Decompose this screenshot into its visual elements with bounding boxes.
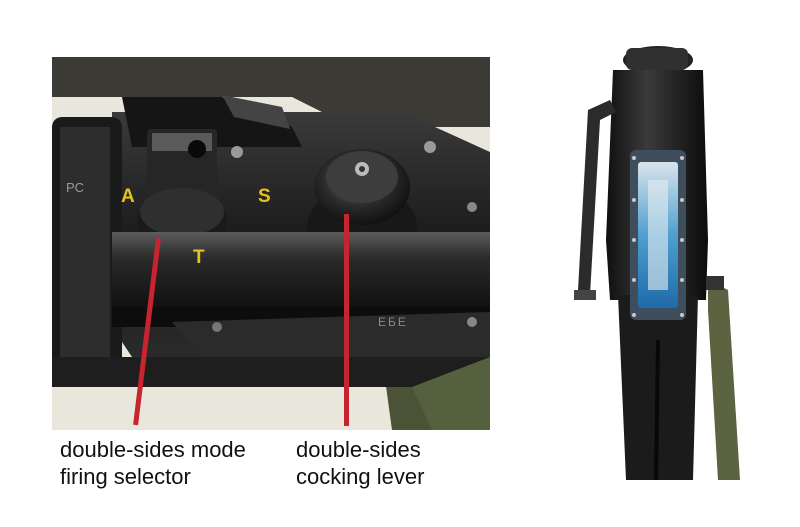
mode-marking-t: T <box>193 247 205 268</box>
engraving-text: ЕБЕ <box>378 315 408 329</box>
selector-caption-line1: double-sides mode <box>60 437 246 462</box>
selector-caption: double-sides mode firing selector <box>60 436 246 490</box>
cocking-caption: double-sides cocking lever <box>296 436 424 490</box>
mode-marking-s: S <box>258 186 271 207</box>
mode-marking-a: A <box>121 186 135 207</box>
stock-photo <box>568 40 748 480</box>
receiver-illustration <box>52 57 490 430</box>
selector-caption-line2: firing selector <box>60 464 191 489</box>
cocking-caption-line2: cocking lever <box>296 464 425 489</box>
stock-illustration <box>574 46 740 480</box>
cocking-caption-line1: double-sides <box>296 437 421 462</box>
receiver-photo <box>52 57 490 430</box>
stamp-text: PC <box>66 180 85 195</box>
cocking-leader-line <box>344 214 349 426</box>
